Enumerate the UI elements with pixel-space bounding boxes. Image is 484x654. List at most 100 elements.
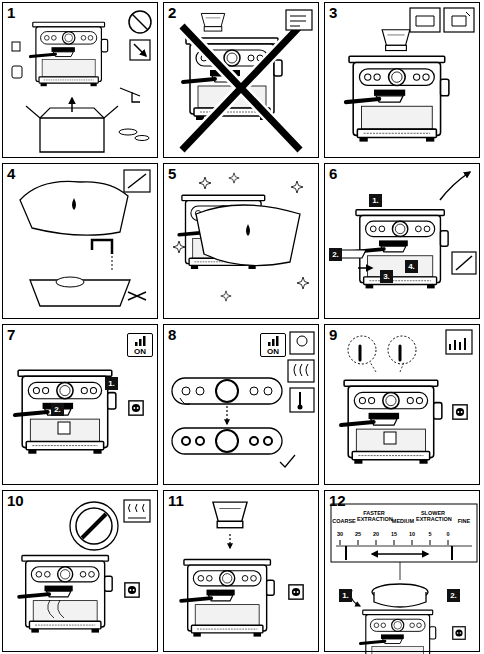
callout-number: 2. xyxy=(332,250,339,259)
panel-4-art-part xyxy=(20,181,128,235)
signal-bar xyxy=(143,336,146,346)
panel-1-art-part xyxy=(120,88,140,102)
panel-8-art-part xyxy=(182,387,190,395)
panel-11-art-part xyxy=(181,560,274,637)
panel-12-art-part xyxy=(372,553,428,555)
panel-9-art-part xyxy=(360,346,400,360)
panel-9-art-part xyxy=(388,336,416,364)
panel-12-art-part xyxy=(400,562,401,580)
panel-8-art-part xyxy=(180,398,190,404)
scale-number: 15 xyxy=(387,531,401,537)
step-panel: 5 xyxy=(163,163,319,319)
panel-6-art-part xyxy=(440,172,470,200)
scale-label: FASTER EXTRACTION xyxy=(357,510,391,522)
panel-5-art-part xyxy=(291,181,303,193)
signal-bars xyxy=(134,335,146,346)
panel-3-art-part xyxy=(444,8,474,32)
panel-12-art-part xyxy=(360,610,435,654)
signal-bar xyxy=(139,339,142,346)
panel-12-art-part xyxy=(331,504,477,562)
panel-9-art-part xyxy=(341,380,442,463)
scale-number: 25 xyxy=(351,531,365,537)
callout-number: 4. xyxy=(408,262,415,271)
step-number: 5 xyxy=(168,165,176,182)
panel-5-art-part xyxy=(221,291,231,301)
scale-label: SLOWER EXTRACTION xyxy=(416,510,450,522)
power-label: ON xyxy=(128,347,152,356)
panel-8-art-part xyxy=(172,378,282,404)
signal-bar xyxy=(276,336,279,346)
panel-2-art-part xyxy=(286,10,312,30)
panel-4-art-part xyxy=(92,240,112,254)
step-number: 9 xyxy=(329,326,337,343)
panel-9-art xyxy=(341,330,472,464)
scale-number: 30 xyxy=(333,531,347,537)
step-panel: 7ON1.2. xyxy=(2,324,158,485)
panel-7-art-part xyxy=(58,422,70,434)
panel-2-art-part xyxy=(290,16,306,26)
step-number: 11 xyxy=(168,492,184,509)
panel-10-art-part xyxy=(124,500,150,522)
step-number: 3 xyxy=(329,4,337,21)
panel-8-art-part xyxy=(298,405,303,410)
callout-box: 2. xyxy=(329,248,342,261)
callout-number: 1. xyxy=(342,591,349,600)
panel-9-art-part xyxy=(348,336,376,364)
callout-number: 3. xyxy=(383,272,390,281)
panel-7-art-part xyxy=(129,401,143,415)
panel-1-art-part xyxy=(71,98,73,112)
panel-5-art-part xyxy=(199,177,211,189)
power-icon: ON xyxy=(127,333,153,357)
signal-bars xyxy=(267,335,279,346)
panel-2-art-part xyxy=(201,13,224,31)
panel-9-art-part xyxy=(446,330,472,354)
panel-8-art-part xyxy=(182,437,190,445)
panel-4-art xyxy=(20,170,150,306)
step-panel: 10 xyxy=(2,490,158,652)
panel-9-art-part xyxy=(453,405,467,419)
panel-1-art-part xyxy=(134,44,146,56)
panel-8-art-part xyxy=(226,406,227,424)
panel-5-art-part xyxy=(173,241,185,253)
panel-4-art-part xyxy=(124,170,150,192)
panel-5-art xyxy=(173,173,309,301)
panel-8-art-part xyxy=(299,392,301,406)
panel-4-art-part xyxy=(112,256,113,270)
panel-5-art-part xyxy=(196,205,300,266)
panel-5-art-part xyxy=(229,173,239,183)
panel-2-art xyxy=(182,10,312,150)
panel-8-art-part xyxy=(196,437,204,445)
panel-10-art-part xyxy=(48,600,64,618)
scale-label: COARSE xyxy=(330,518,358,524)
scale-label: FINE xyxy=(454,518,474,524)
panel-6-art-part xyxy=(353,210,448,289)
step-panel: 4 xyxy=(2,163,158,319)
panel-8-art-part xyxy=(288,360,314,382)
step-panel: 2 xyxy=(163,2,319,158)
scale-number: 0 xyxy=(441,531,455,537)
panel-6-art xyxy=(336,172,476,288)
panel-2-art-part xyxy=(182,26,300,150)
panel-4-art-part xyxy=(72,198,76,210)
panel-10-art-part xyxy=(19,556,112,633)
panel-3-art-part xyxy=(416,12,470,26)
step-panel: 8ON xyxy=(163,324,319,485)
panel-8-art-part xyxy=(294,364,308,376)
panel-8-art-part xyxy=(250,437,258,445)
panel-8-art-part xyxy=(290,332,314,354)
panel-12-art xyxy=(331,504,477,654)
callout-number: 2. xyxy=(450,591,457,600)
panel-6-art-part xyxy=(358,267,372,269)
panel-11-art-part xyxy=(229,534,230,548)
panel-1-art-part xyxy=(12,42,20,51)
scale-number: 20 xyxy=(369,531,383,537)
panel-10-art-part xyxy=(70,502,118,550)
signal-bar xyxy=(272,339,275,346)
step-number: 12 xyxy=(329,492,346,509)
panel-1-art-part xyxy=(119,129,137,135)
panel-8-art-part xyxy=(290,388,314,412)
panel-8-art-part xyxy=(297,336,307,346)
panel-11-art-part xyxy=(289,585,303,599)
panel-8-art-part xyxy=(264,387,272,395)
panel-3-art xyxy=(346,8,474,142)
